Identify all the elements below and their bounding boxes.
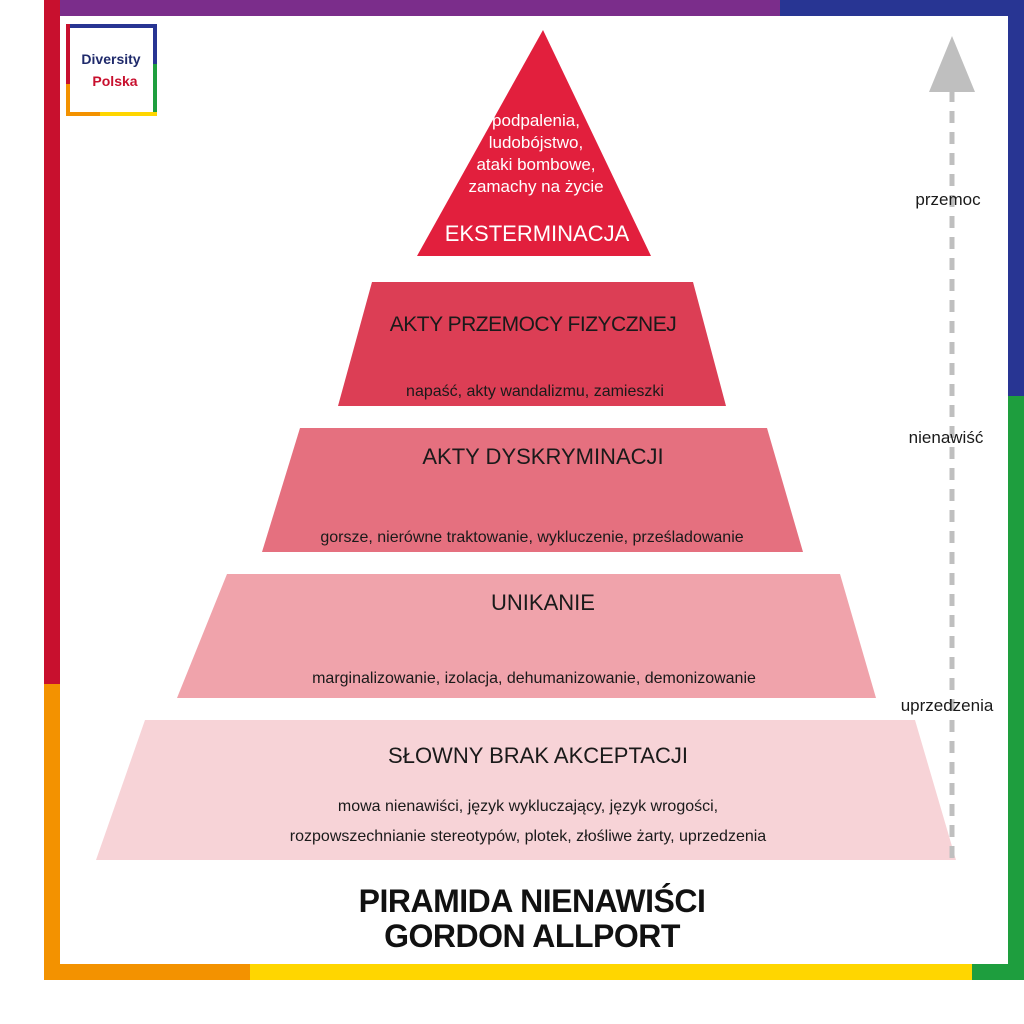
frame-top-purple bbox=[44, 0, 780, 16]
frame-top-blue bbox=[780, 0, 1024, 16]
main-title-line-2: GORDON ALLPORT bbox=[384, 918, 681, 954]
scale-label-nienawisc: nienawiść bbox=[909, 428, 984, 447]
diversity-polska-logo: Diversity Polska bbox=[66, 24, 157, 116]
pyramid-layer-akty-dyskryminacji: AKTY DYSKRYMINACJI gorsze, nierówne trak… bbox=[262, 428, 803, 552]
logo-line2: Polska bbox=[92, 73, 137, 89]
layer-title: AKTY PRZEMOCY FIZYCZNEJ bbox=[390, 313, 676, 336]
frame-bottom-green bbox=[972, 964, 1024, 980]
main-title: PIRAMIDA NIENAWIŚCI GORDON ALLPORT bbox=[359, 883, 706, 954]
peak-desc-line-4: zamachy na życie bbox=[468, 177, 603, 196]
frame-left-red bbox=[44, 0, 60, 684]
pyramid-layer-akty-przemocy: AKTY PRZEMOCY FIZYCZNEJ napaść, akty wan… bbox=[338, 282, 726, 406]
scale-label-uprzedzenia: uprzedzenia bbox=[901, 696, 994, 715]
layer-desc-line-1: marginalizowanie, izolacja, dehumanizowa… bbox=[312, 670, 756, 687]
scale-labels: przemoc nienawiść uprzedzenia bbox=[901, 190, 994, 715]
peak-desc-line-2: ludobójstwo, bbox=[489, 133, 584, 152]
peak-title: EKSTERMINACJA bbox=[445, 221, 630, 246]
layer-trapezoid bbox=[177, 574, 876, 698]
layer-title: SŁOWNY BRAK AKCEPTACJI bbox=[388, 743, 688, 768]
pyramid-layer-slowny-brak-akceptacji: SŁOWNY BRAK AKCEPTACJI mowa nienawiści, … bbox=[96, 720, 956, 860]
frame-bottom-yellow bbox=[250, 964, 972, 980]
layer-trapezoid bbox=[96, 720, 956, 860]
peak-desc-line-1: podpalenia, bbox=[492, 111, 580, 130]
pyramid-peak-exterminacja: podpalenia, ludobójstwo, ataki bombowe, … bbox=[417, 30, 651, 256]
layer-trapezoid bbox=[338, 282, 726, 406]
escalation-arrow bbox=[929, 36, 975, 858]
frame-left-orange bbox=[44, 684, 60, 980]
layer-desc-line-1: mowa nienawiści, język wykluczający, jęz… bbox=[338, 798, 718, 815]
layer-desc-line-1: napaść, akty wandalizmu, zamieszki bbox=[406, 383, 664, 400]
layer-title: AKTY DYSKRYMINACJI bbox=[422, 444, 663, 469]
scale-label-przemoc: przemoc bbox=[915, 190, 981, 209]
layer-trapezoid bbox=[262, 428, 803, 552]
logo-line1: Diversity bbox=[81, 51, 140, 67]
layer-desc-line-1: gorsze, nierówne traktowanie, wykluczeni… bbox=[320, 529, 743, 546]
frame-right-green bbox=[1008, 396, 1024, 980]
main-title-line-1: PIRAMIDA NIENAWIŚCI bbox=[359, 883, 706, 919]
layer-desc-line-2: rozpowszechnianie stereotypów, plotek, z… bbox=[290, 828, 766, 845]
pyramid-layer-unikanie: UNIKANIE marginalizowanie, izolacja, deh… bbox=[177, 574, 876, 698]
frame-bottom-orange bbox=[44, 964, 250, 980]
frame-right-blue bbox=[1008, 0, 1024, 396]
peak-desc-line-3: ataki bombowe, bbox=[476, 155, 595, 174]
layer-title: UNIKANIE bbox=[491, 590, 595, 615]
arrow-up-icon bbox=[929, 36, 975, 92]
peak-triangle bbox=[417, 30, 651, 256]
